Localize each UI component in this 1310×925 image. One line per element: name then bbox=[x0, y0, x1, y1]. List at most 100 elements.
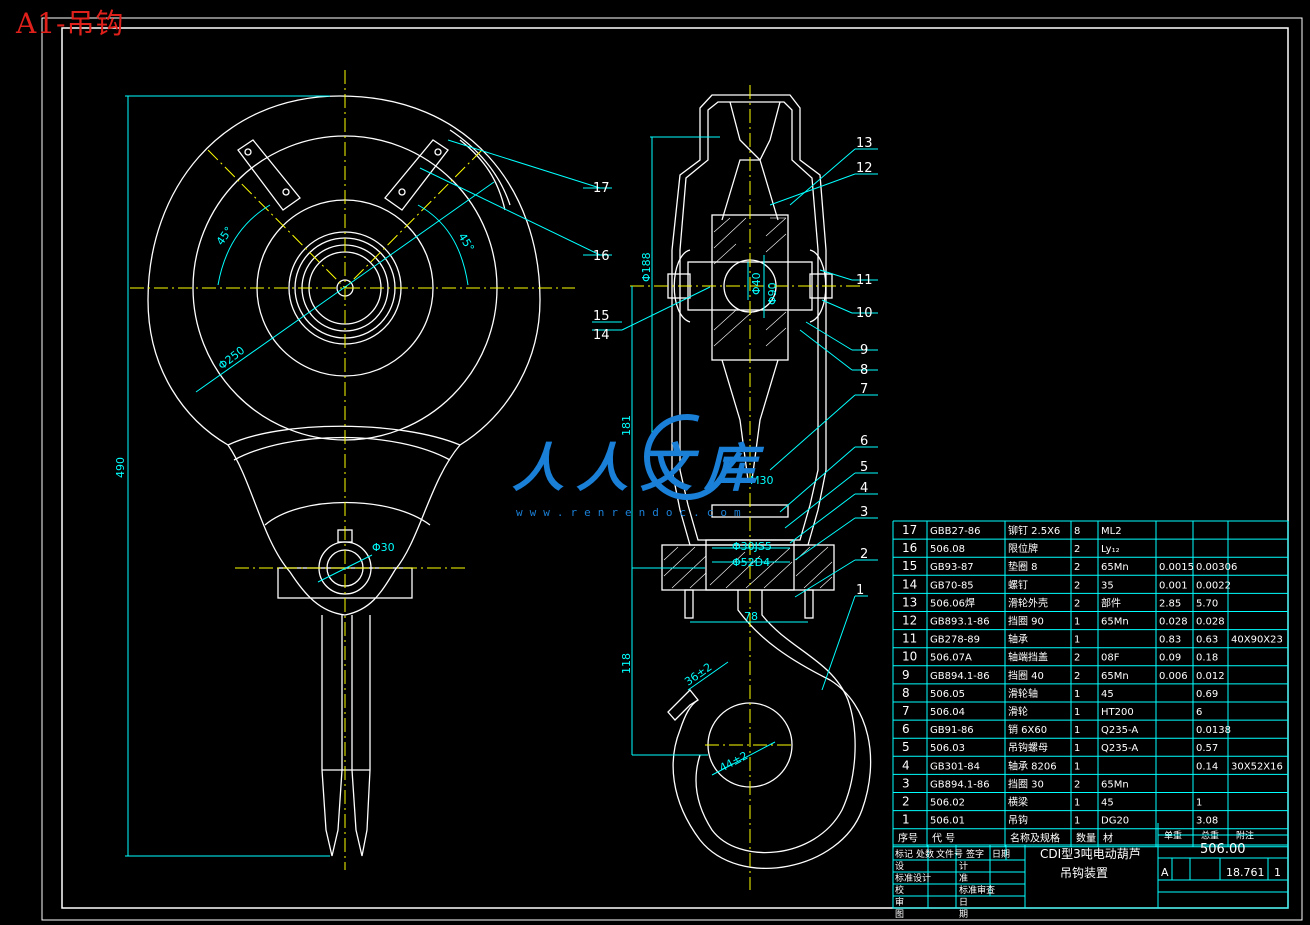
bom-cell: 506.02 bbox=[930, 798, 965, 809]
bom-cell: 2 bbox=[1074, 779, 1080, 790]
dim-d40: Φ40 bbox=[750, 272, 763, 295]
bom-cell: 13 bbox=[902, 595, 917, 609]
watermark-text: 人人文库 bbox=[512, 439, 769, 499]
bom-cell: 16 bbox=[902, 541, 917, 555]
side-view-centerlines bbox=[630, 85, 860, 890]
bom-cell: 65Mn bbox=[1101, 779, 1129, 790]
bom-header-cell: 附注 bbox=[1236, 830, 1254, 842]
callout-16: 16 bbox=[593, 249, 610, 264]
bom-cell: 15 bbox=[902, 559, 917, 573]
bom-cell: 螺钉 bbox=[1008, 579, 1028, 591]
bom-header-cell: 名称及规格 bbox=[1010, 832, 1060, 845]
callout-13: 13 bbox=[856, 136, 873, 151]
bom-cell: 1 bbox=[1074, 689, 1080, 700]
tb-role-10: 期 bbox=[959, 909, 968, 920]
bom-cell: 2 bbox=[1074, 598, 1080, 609]
watermark-url: www.renrendoc.com bbox=[516, 506, 748, 519]
bom-cell: 40X90X23 bbox=[1231, 635, 1283, 646]
bom-cell: 0.14 bbox=[1196, 761, 1218, 772]
bom-cell: 挡圈 90 bbox=[1008, 615, 1044, 628]
bom-cell: 1 bbox=[902, 813, 910, 827]
sheet-title: A1-吊钩 bbox=[16, 7, 125, 40]
bom-cell: 6 bbox=[1196, 707, 1202, 718]
watermark-logo-icon bbox=[644, 414, 730, 500]
bom-cell: 3 bbox=[902, 776, 910, 790]
dim-36: 36±2 bbox=[682, 660, 714, 688]
callout-17: 17 bbox=[593, 181, 610, 196]
bom-cell: 0.18 bbox=[1196, 653, 1218, 664]
bom-cell: 2 bbox=[1074, 544, 1080, 555]
bom-cell: 506.03 bbox=[930, 743, 965, 754]
tb-sign-label: 签字 bbox=[966, 848, 984, 860]
callout-8: 8 bbox=[860, 363, 868, 378]
bom-cell: 滑轮外壳 bbox=[1008, 596, 1048, 609]
dim-d250: Φ250 bbox=[216, 344, 247, 373]
bom-cell: GB894.1-86 bbox=[930, 779, 990, 790]
dim-44: 44±2 bbox=[717, 749, 750, 775]
bom-cell: 挡圈 40 bbox=[1008, 669, 1044, 682]
bom-cell: 0.57 bbox=[1196, 743, 1218, 754]
bom-cell: 0.63 bbox=[1196, 635, 1218, 646]
bom-cell: 0.00306 bbox=[1196, 562, 1237, 573]
tb-role-1: 设 bbox=[895, 861, 904, 872]
tb-role-6: 计 bbox=[959, 860, 968, 872]
title-block bbox=[892, 823, 1289, 909]
callout-3: 3 bbox=[860, 505, 868, 520]
bom-cell: 506.06焊 bbox=[930, 597, 975, 609]
dim-d30js5: Φ30JS5 bbox=[732, 540, 772, 553]
bom-header-cell: 总重 bbox=[1201, 830, 1219, 842]
bom-cell: DG20 bbox=[1101, 816, 1129, 827]
bom-cell: 2.85 bbox=[1159, 598, 1181, 609]
bom-cell: 2 bbox=[1074, 580, 1080, 591]
dim-181: 181 bbox=[620, 415, 633, 436]
front-view bbox=[147, 95, 541, 857]
bom-cell: 8 bbox=[1074, 526, 1080, 537]
bom-cell: 17 bbox=[902, 523, 917, 537]
bom-cell: 65Mn bbox=[1101, 671, 1129, 682]
tb-date-label: 日期 bbox=[992, 849, 1010, 860]
bom-cell: 销 6X60 bbox=[1008, 723, 1047, 736]
bom-cell: 9 bbox=[902, 668, 910, 682]
bom-cell: 1 bbox=[1074, 725, 1080, 736]
bom-cell: 0.0022 bbox=[1196, 580, 1231, 591]
bom-cell: 5 bbox=[902, 740, 910, 754]
bom-cell: 506.07A bbox=[930, 653, 972, 664]
dim-m30: M30 bbox=[750, 474, 774, 487]
bom-cell: 挡圈 30 bbox=[1008, 777, 1044, 790]
side-view-dimensions bbox=[592, 136, 878, 776]
bom-cell: 1 bbox=[1074, 761, 1080, 772]
product-name: CDI型3吨电动葫芦 bbox=[1040, 847, 1141, 861]
bom-cell: 滑轮 bbox=[1008, 705, 1028, 718]
bom-header-cell: 材 bbox=[1103, 832, 1113, 845]
bom-cell: 0.0015 bbox=[1159, 562, 1194, 573]
bom-cell: ML2 bbox=[1101, 526, 1122, 537]
callout-5: 5 bbox=[860, 460, 868, 475]
bom-cell: 0.0138 bbox=[1196, 725, 1231, 736]
callout-2: 2 bbox=[860, 547, 868, 562]
tb-role-2: 标准设计 bbox=[895, 872, 931, 884]
dim-78: 78 bbox=[744, 610, 758, 623]
inner-frame bbox=[61, 27, 1289, 909]
callout-6: 6 bbox=[860, 434, 868, 449]
bom-cell: GBB27-86 bbox=[930, 526, 981, 537]
callout-1: 1 bbox=[856, 583, 864, 598]
bom-cell: 45 bbox=[1101, 689, 1114, 700]
callout-4: 4 bbox=[860, 481, 868, 496]
dim-d188: Φ188 bbox=[640, 252, 653, 282]
tb-mark-label: 标记 bbox=[895, 848, 913, 860]
bom-cell: 0.028 bbox=[1159, 617, 1188, 628]
drawing-scale: 1 bbox=[1274, 866, 1281, 879]
bom-header-cell: 代 号 bbox=[932, 833, 955, 845]
tb-role-7: 准 bbox=[959, 873, 968, 884]
watermark: 人人文库 www.renrendoc.com bbox=[512, 402, 812, 532]
bom-cell: 65Mn bbox=[1101, 562, 1129, 573]
bom-cell: Q235-A bbox=[1101, 743, 1138, 754]
bom-cell: 1 bbox=[1074, 707, 1080, 718]
bom-cell: 10 bbox=[902, 650, 917, 664]
callout-9: 9 bbox=[860, 343, 868, 358]
bom-cell: 吊钩 bbox=[1008, 815, 1028, 827]
bom-cell: 0.012 bbox=[1196, 671, 1225, 682]
bom-cell: 0.09 bbox=[1159, 653, 1181, 664]
callout-12: 12 bbox=[856, 161, 873, 176]
